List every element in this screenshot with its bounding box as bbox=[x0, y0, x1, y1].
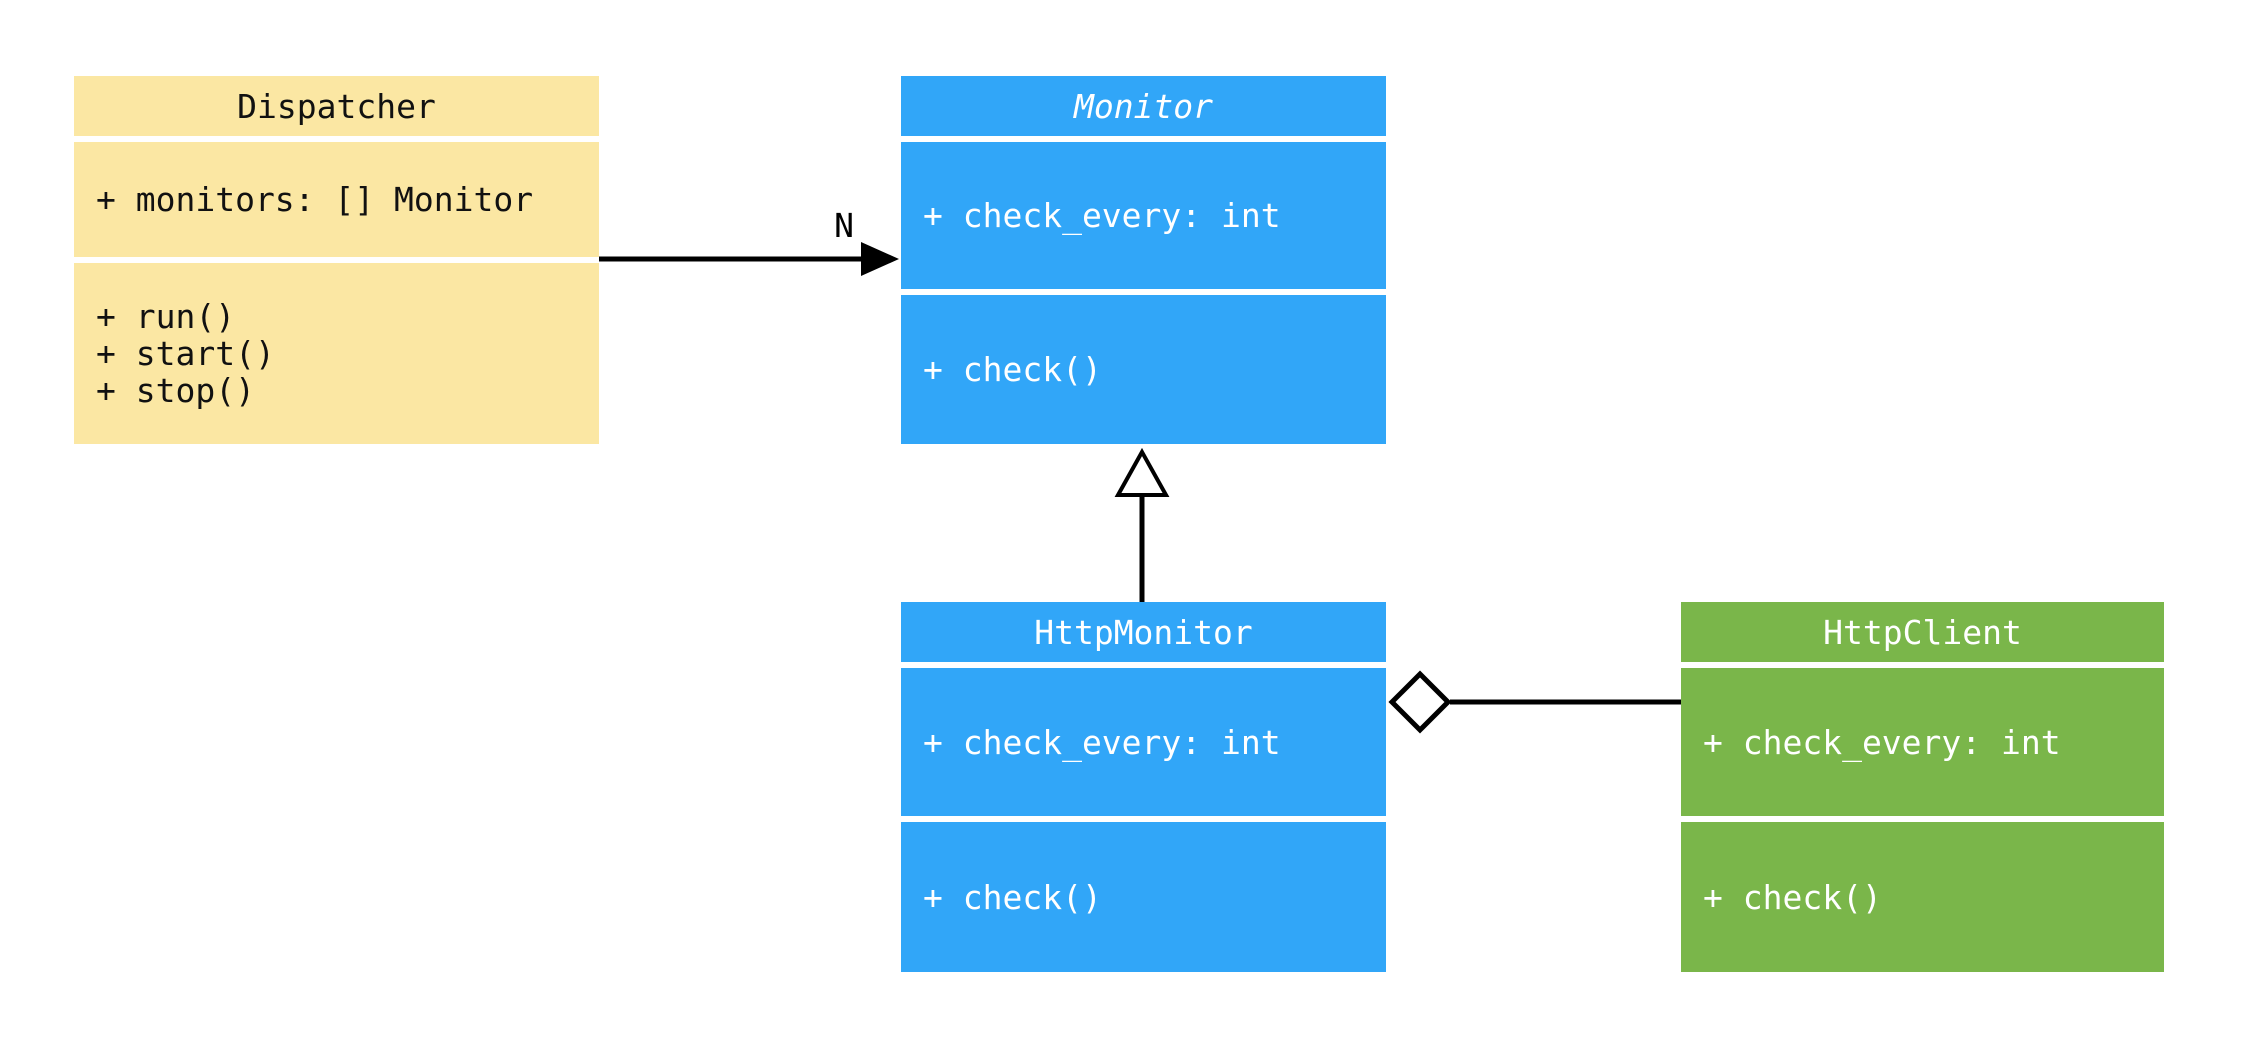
association-multiplicity-label: N bbox=[834, 206, 854, 245]
class-method: + start() bbox=[96, 334, 275, 373]
generalization-triangle bbox=[1114, 447, 1170, 497]
class-attributes-section: + monitors: [] Monitor bbox=[74, 142, 599, 257]
class-attribute: + check_every: int bbox=[1703, 722, 2061, 762]
class-method: + run() bbox=[96, 297, 236, 336]
class-name-label: HttpClient bbox=[1823, 612, 2022, 652]
class-title-section: HttpClient bbox=[1681, 602, 2164, 662]
class-attributes-section: + check_every: int bbox=[1681, 668, 2164, 816]
class-attributes-section: + check_every: int bbox=[901, 668, 1386, 816]
class-methods-section: + check() bbox=[1681, 822, 2164, 972]
association-arrowhead bbox=[861, 242, 899, 276]
class-box-httpclient: HttpClient + check_every: int + check() bbox=[1681, 602, 2164, 972]
class-attribute: + monitors: [] Monitor bbox=[96, 180, 534, 219]
class-name-label: Dispatcher bbox=[237, 86, 436, 126]
class-box-httpmonitor: HttpMonitor + check_every: int + check() bbox=[901, 602, 1386, 972]
aggregation-diamond bbox=[1388, 670, 1452, 734]
class-attribute: + check_every: int bbox=[923, 722, 1281, 762]
class-box-dispatcher: Dispatcher + monitors: [] Monitor + run(… bbox=[74, 76, 599, 444]
class-method: + check() bbox=[1703, 877, 1882, 917]
class-title-section: HttpMonitor bbox=[901, 602, 1386, 662]
class-methods-section: + check() bbox=[901, 822, 1386, 972]
class-title-section: Monitor bbox=[901, 76, 1386, 136]
class-methods-section: + run() + start() + stop() bbox=[74, 263, 599, 444]
class-method: + check() bbox=[923, 877, 1102, 917]
class-method: + check() bbox=[923, 350, 1102, 389]
class-box-monitor: Monitor + check_every: int + check() bbox=[901, 76, 1386, 444]
class-methods-section: + check() bbox=[901, 295, 1386, 444]
class-title-section: Dispatcher bbox=[74, 76, 599, 136]
class-name-label: HttpMonitor bbox=[1034, 612, 1253, 652]
class-attribute: + check_every: int bbox=[923, 196, 1281, 235]
class-attributes-section: + check_every: int bbox=[901, 142, 1386, 289]
class-name-label: Monitor bbox=[1073, 86, 1214, 126]
class-method: + stop() bbox=[96, 371, 255, 410]
